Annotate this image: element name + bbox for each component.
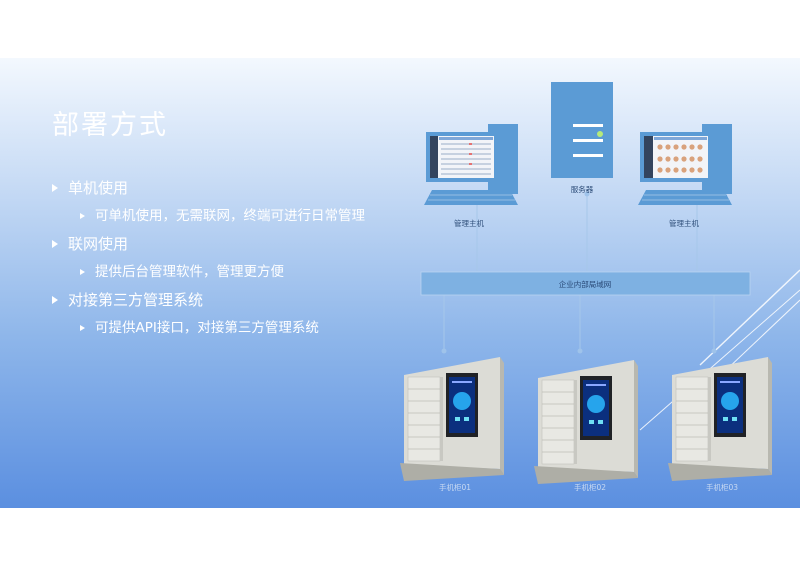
triangle-bullet-icon: [80, 213, 85, 219]
sub-bullet-text: 可单机使用，无需联网，终端可进行日常管理: [95, 208, 365, 224]
page-title: 部署方式: [52, 110, 168, 141]
server-label: 服务器: [571, 184, 594, 194]
phone-cabinet: [667, 356, 773, 482]
bullet-item: 联网使用: [52, 234, 412, 254]
triangle-bullet-icon: [80, 325, 85, 331]
connector-lines: [443, 194, 715, 352]
sub-bullet-item: 可单机使用，无需联网，终端可进行日常管理: [80, 206, 420, 226]
bullet-item: 对接第三方管理系统: [52, 290, 412, 310]
triangle-bullet-icon: [52, 240, 58, 248]
computer-icon: [424, 124, 518, 205]
triangle-bullet-icon: [80, 269, 85, 275]
server-icon: [551, 82, 613, 178]
cabinet-label: 手机柜01: [439, 482, 471, 492]
sub-bullet-item: 提供后台管理软件，管理更方便: [80, 262, 420, 282]
network-bar: [420, 271, 751, 296]
computer-icon: [638, 124, 732, 205]
bullet-text: 联网使用: [68, 235, 129, 253]
phone-cabinet: [533, 359, 639, 485]
bullet-item: 单机使用: [52, 178, 412, 198]
sub-bullet-text: 可提供API接口，对接第三方管理系统: [95, 320, 319, 336]
sub-bullet-text: 提供后台管理软件，管理更方便: [95, 264, 284, 280]
network-label: 企业内部局域网: [559, 279, 612, 289]
sub-bullet-item: 可提供API接口，对接第三方管理系统: [80, 318, 420, 338]
triangle-bullet-icon: [52, 184, 58, 192]
pc-right-label: 管理主机: [669, 218, 699, 228]
pc-left-label: 管理主机: [454, 218, 484, 228]
triangle-bullet-icon: [52, 296, 58, 304]
cabinet-label: 手机柜02: [574, 482, 606, 492]
bullet-text: 对接第三方管理系统: [68, 291, 204, 309]
phone-cabinet: [399, 356, 505, 482]
cabinet-label: 手机柜03: [706, 482, 738, 492]
bullet-text: 单机使用: [68, 179, 129, 197]
